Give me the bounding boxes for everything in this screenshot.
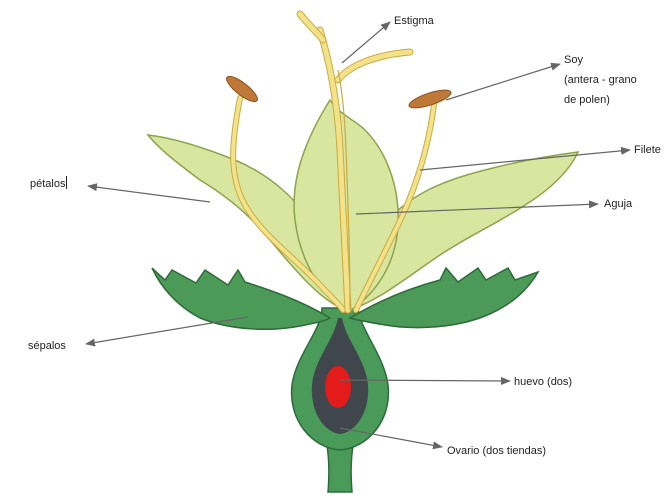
pointer-petalos xyxy=(88,186,210,202)
label-filete: Filete xyxy=(634,142,661,158)
label-petalos-text: pétalos xyxy=(30,178,65,190)
label-sepalos: sépalos xyxy=(28,338,66,354)
anther-right xyxy=(407,86,453,111)
label-petalos: pétalos xyxy=(30,176,67,192)
label-soy-line2: (antera - grano xyxy=(564,72,637,88)
ovule xyxy=(325,366,351,408)
text-cursor xyxy=(66,176,67,189)
label-soy-line1: Soy xyxy=(564,52,583,68)
pointer-soy xyxy=(446,64,560,100)
label-soy-line3: de polen) xyxy=(564,92,610,108)
label-ovario: Ovario (dos tiendas) xyxy=(447,443,546,459)
pointer-sepalos xyxy=(86,317,248,344)
label-huevo: huevo (dos) xyxy=(514,374,572,390)
label-estigma: Estigma xyxy=(394,13,434,29)
label-aguja: Aguja xyxy=(604,196,632,212)
